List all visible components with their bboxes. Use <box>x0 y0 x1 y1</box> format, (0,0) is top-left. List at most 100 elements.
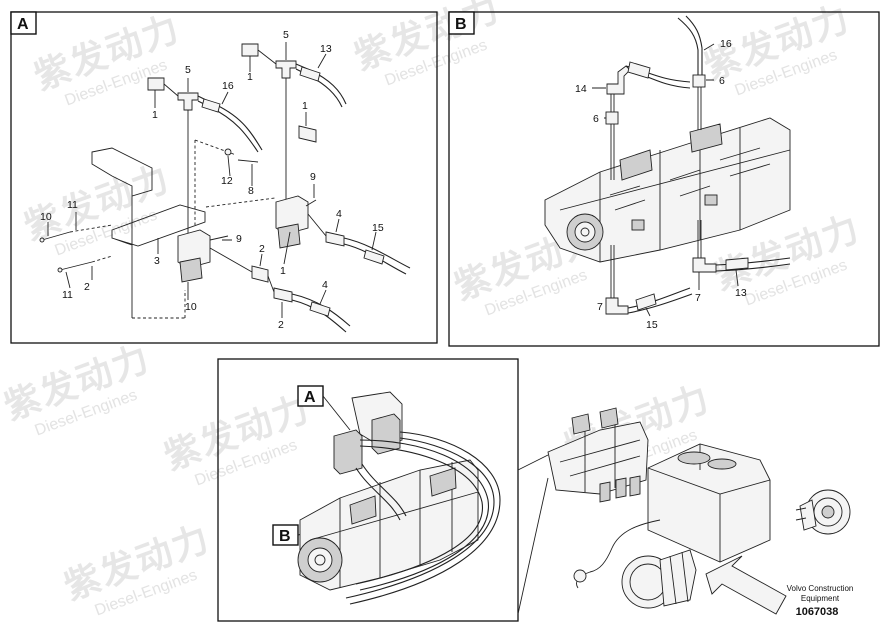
swivel-fitting <box>273 287 293 303</box>
callout: 9 <box>310 171 316 183</box>
tee-fitting <box>275 60 297 79</box>
panel-b-tag: B <box>455 16 467 33</box>
bolt <box>41 199 317 271</box>
inset-hose <box>345 431 501 605</box>
direction-arrow <box>705 555 787 615</box>
elbow-fitting <box>606 65 631 95</box>
adapter-fitting <box>147 77 165 91</box>
hose <box>715 257 791 272</box>
panel-b-tag-box <box>448 11 475 35</box>
callout: 8 <box>248 185 254 197</box>
callout: 13 <box>735 287 747 299</box>
leader-line <box>322 395 351 431</box>
leader-lines <box>592 43 739 317</box>
callout: 14 <box>575 83 587 95</box>
panel-b: B 16 14 <box>448 11 880 347</box>
panel-a-tag-box <box>10 11 37 35</box>
overview-connector <box>573 569 587 583</box>
inset-valve-block <box>371 413 401 455</box>
callout: 1 <box>152 109 158 121</box>
callout: 2 <box>259 243 265 255</box>
adapter-fitting <box>251 265 269 283</box>
hydraulic-pump-assembly <box>544 117 791 263</box>
callout: 4 <box>336 208 342 220</box>
overview-valve-cluster <box>547 421 649 495</box>
panel-b-frame <box>448 11 880 347</box>
adapter-fitting <box>241 43 259 57</box>
pipe <box>209 213 327 293</box>
overview-tag-b: B <box>279 528 291 545</box>
bolt <box>237 159 259 163</box>
panel-a-frame <box>10 11 438 344</box>
hose-end <box>309 301 331 317</box>
brand-line-1: Volvo Construction <box>787 584 854 593</box>
callout: 1 <box>302 100 308 112</box>
callout: 10 <box>185 301 197 313</box>
panel-a: A <box>10 11 438 344</box>
callout: 5 <box>283 29 289 41</box>
callout: 11 <box>67 199 78 211</box>
callout: 2 <box>84 281 90 293</box>
inset-hose <box>355 463 407 521</box>
hose <box>677 15 703 75</box>
hose-end <box>635 293 657 311</box>
inset-pump-assembly <box>297 459 479 591</box>
callout: 9 <box>236 233 242 245</box>
bolt-head <box>57 267 63 273</box>
callout: 11 <box>62 289 73 301</box>
adapter-fitting <box>298 125 317 143</box>
document-number: 1067038 <box>796 606 839 618</box>
elbow-fitting <box>605 297 629 315</box>
hose-end <box>363 249 385 265</box>
hose-end <box>627 61 651 79</box>
hose-end <box>299 66 321 82</box>
watermark: 紫发动力 Diesel-Engines <box>0 337 156 439</box>
callout: 13 <box>320 43 332 55</box>
straight-fitting <box>692 74 706 88</box>
callout: 1 <box>247 71 253 83</box>
callout: 1 <box>280 265 286 277</box>
elbow-fitting <box>692 257 717 273</box>
watermark: 紫发动力 Diesel-Engines <box>699 0 856 99</box>
swivel-fitting <box>325 231 345 247</box>
inset-pointer <box>517 454 549 615</box>
callout: 12 <box>221 175 233 187</box>
watermark: 紫发动力 Diesel-Engines <box>29 7 186 109</box>
callout: 5 <box>185 64 191 76</box>
callout: 16 <box>222 80 234 92</box>
pipe <box>610 220 702 300</box>
panel-a-tag: A <box>17 16 29 33</box>
hose-end <box>201 98 221 113</box>
tee-fitting <box>177 92 199 111</box>
straight-fitting <box>605 111 619 125</box>
hose-end <box>725 257 749 271</box>
callout: 6 <box>593 113 599 125</box>
callout: 16 <box>720 38 732 50</box>
travel-motor <box>795 489 851 535</box>
callout: 3 <box>154 255 160 267</box>
brand-line-2: Equipment <box>801 594 840 603</box>
callout: 10 <box>40 211 52 223</box>
watermark: 紫发动力 Diesel-Engines <box>59 517 216 619</box>
callout: 7 <box>597 301 603 313</box>
valve-block <box>177 229 211 269</box>
bracket-plate <box>111 196 206 318</box>
callout: 6 <box>719 75 725 87</box>
watermark: 紫发动力 Diesel-Engines <box>349 0 506 89</box>
washer <box>224 148 232 156</box>
callout: 4 <box>322 279 328 291</box>
pipe <box>610 80 702 180</box>
pipe <box>163 49 287 235</box>
overview-inset-frame <box>217 358 519 622</box>
machine-overview <box>547 407 851 609</box>
travel-motor <box>621 549 697 609</box>
bolt-head <box>39 237 45 243</box>
leader-lines <box>47 42 377 318</box>
callout: 2 <box>278 319 284 331</box>
hidden-edge <box>69 224 113 263</box>
valve-block-base <box>179 257 203 283</box>
overview-panel: A B <box>217 358 854 622</box>
valve-block <box>275 195 309 235</box>
callout: 15 <box>372 222 384 234</box>
hose <box>627 287 693 314</box>
